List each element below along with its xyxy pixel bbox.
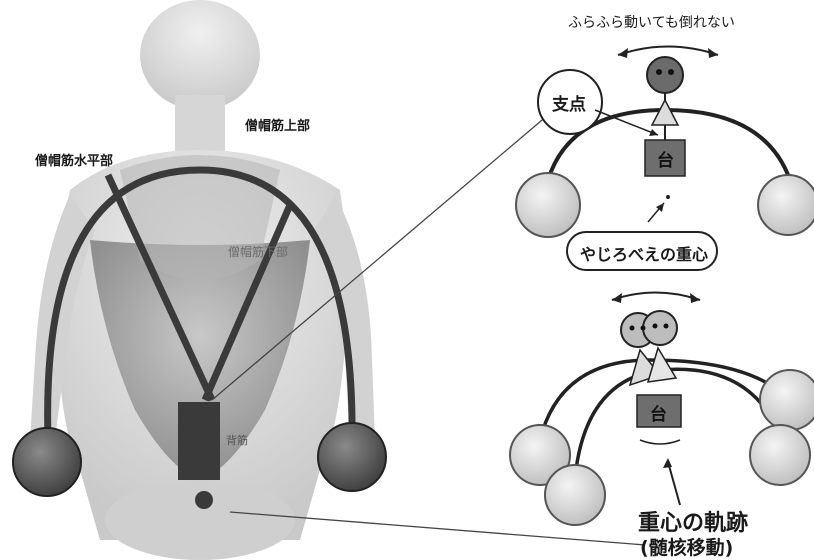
label-trapezius-horizontal: 僧帽筋水平部	[35, 150, 113, 169]
head-shape	[140, 0, 260, 110]
trajectory-arrow	[668, 462, 680, 505]
doll-head-top	[647, 57, 683, 93]
doll-eye-b1l	[630, 326, 635, 331]
spine-block	[178, 402, 220, 480]
cog-move-arrow	[640, 440, 680, 444]
doll-eye-left	[656, 69, 662, 75]
ball-bottom-3	[760, 370, 814, 430]
sway-arrowhead-left	[618, 48, 628, 58]
sway-arrowhead-br	[690, 293, 700, 303]
label-trapezius-lower: 僧帽筋下部	[228, 243, 288, 260]
ball-top-right	[758, 175, 814, 235]
doll-eye-b2l	[653, 324, 658, 329]
trapezius-shading	[120, 155, 280, 280]
doll-head-bottom-2	[643, 311, 677, 345]
weight-ball-right	[318, 423, 386, 491]
label-sway-caption: ふらふら動いても倒れない	[568, 12, 735, 32]
label-stand-bottom: 台	[650, 400, 667, 425]
doll-eye-b1r	[641, 326, 646, 331]
back-anatomy-figure	[13, 0, 386, 560]
label-back-muscle: 背筋	[226, 432, 248, 448]
trajectory-arrowhead	[663, 458, 672, 468]
label-fulcrum: 支点	[552, 90, 586, 115]
sway-arrowhead-bl	[612, 293, 622, 303]
cog-dot-anatomy	[195, 491, 213, 509]
label-stand-top: 台	[657, 146, 674, 171]
ball-bottom-2	[545, 465, 605, 525]
sway-arrow-bottom	[612, 293, 700, 301]
sway-arrow-top	[618, 47, 718, 56]
doll-eye-right	[668, 69, 674, 75]
weight-ball-left	[13, 428, 81, 496]
ball-bottom-4	[750, 425, 810, 485]
label-yajirobe-cog: やじろべえの重心	[580, 241, 708, 265]
neck-shape	[175, 95, 225, 155]
label-cog-note: (髄核移動)	[640, 533, 733, 560]
doll-body-top	[652, 100, 678, 125]
doll-eye-b2r	[664, 324, 669, 329]
sway-arrowhead-right	[708, 48, 718, 58]
label-trapezius-upper: 僧帽筋上部	[245, 115, 310, 134]
ball-top-left	[516, 173, 580, 237]
cog-dot-top	[666, 195, 670, 199]
